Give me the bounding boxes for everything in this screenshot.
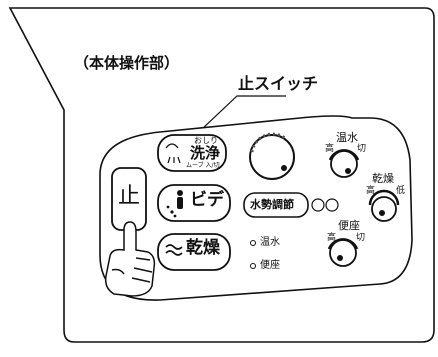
dry-dial-low: 低 — [396, 186, 406, 196]
seat-dial-high: 高 — [327, 233, 337, 243]
indicator-lamp-left — [311, 198, 325, 212]
wash-icon — [165, 143, 181, 164]
wash-sub-label: ムーブ 入/切 — [186, 162, 220, 169]
stop-button-label: 止 — [118, 184, 141, 209]
bidet-button[interactable] — [157, 184, 231, 222]
dry-button[interactable] — [157, 233, 231, 271]
warm-water-dial-off: 切 — [357, 144, 367, 154]
warm-water-dial-high: 高 — [325, 144, 335, 154]
bidet-button-label: ビデ — [190, 190, 224, 210]
wash-button[interactable] — [157, 134, 227, 172]
dry-button-label: 乾燥 — [186, 238, 220, 258]
dry-dial-title: 乾燥 — [372, 172, 394, 185]
warm-water-dial[interactable] — [328, 149, 360, 178]
seat-dial-off: 切 — [356, 233, 366, 243]
water-pressure-label: 水勢調節 — [250, 198, 294, 211]
indicator-lamp-right — [325, 198, 339, 212]
dry-wind-icon — [165, 244, 183, 256]
section-label: （本体操作部） — [74, 54, 180, 72]
wash-knob[interactable] — [249, 132, 295, 180]
dry-dial[interactable] — [368, 189, 400, 222]
warm-water-dial-title: 温水 — [336, 131, 358, 144]
pointing-hand-icon — [104, 221, 156, 297]
water-pressure-button[interactable] — [243, 192, 309, 218]
stop-switch-callout: 止スイッチ — [238, 74, 319, 93]
indicator-seat-label: 便座 — [260, 260, 280, 271]
status-dot-warm-water — [250, 240, 256, 246]
wash-button-label: 洗浄 — [190, 144, 221, 162]
wash-small-label: おしり — [194, 136, 218, 145]
seat-dial-title: 便座 — [338, 219, 360, 232]
indicator-warm-water-label: 温水 — [260, 237, 280, 248]
bidet-icon — [166, 190, 183, 218]
dry-dial-high: 高 — [366, 186, 376, 196]
seat-dial[interactable] — [327, 238, 359, 267]
status-dot-seat — [250, 263, 256, 269]
